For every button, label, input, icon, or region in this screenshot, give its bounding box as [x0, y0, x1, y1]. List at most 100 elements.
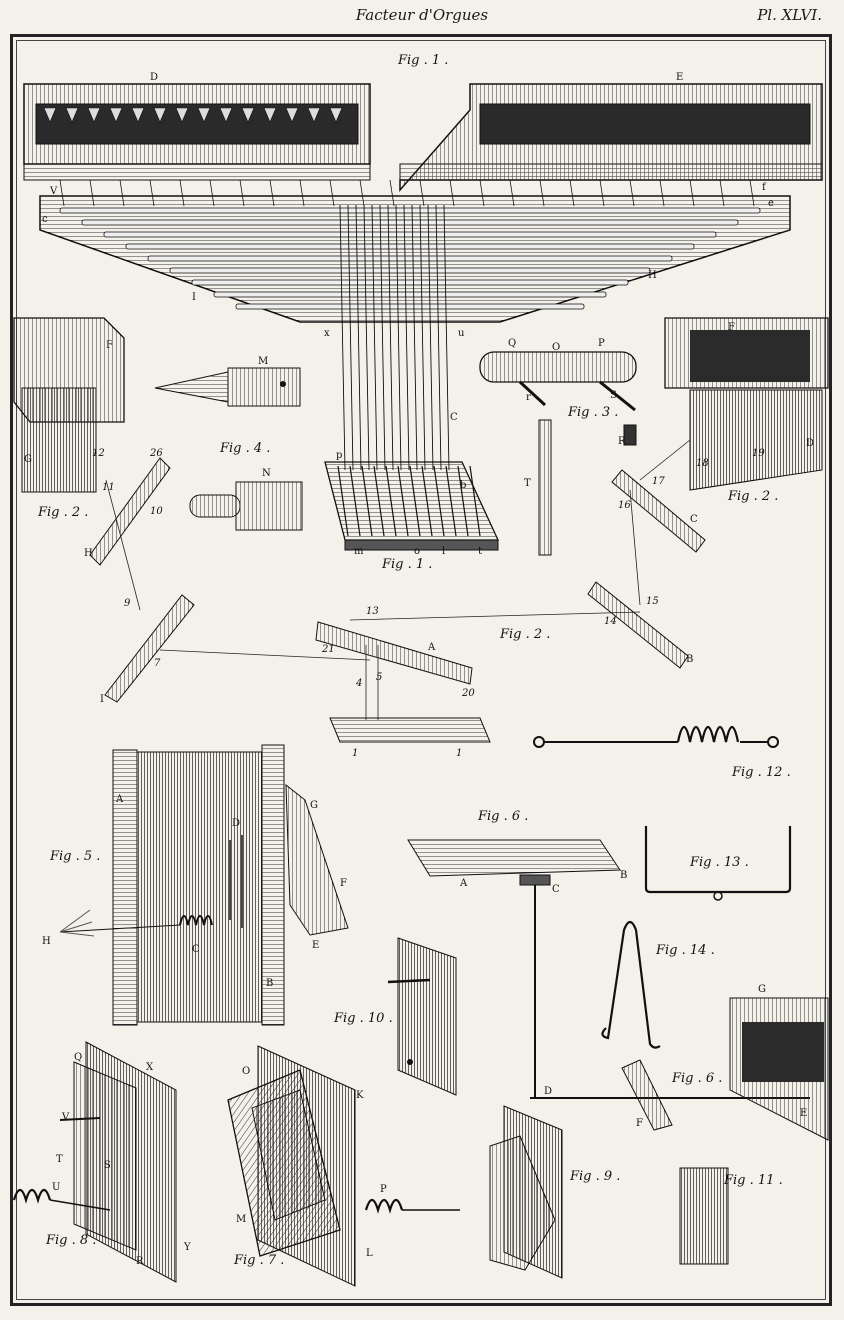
label-fig13: Fig . 13 .	[689, 855, 749, 870]
num-17: 17	[652, 476, 665, 487]
label-fig6-top: Fig . 6 .	[477, 809, 528, 824]
fig8-pallet	[12, 1041, 177, 1283]
fig6-mechanism	[407, 839, 829, 1141]
letter-b-keys: b	[460, 480, 466, 491]
label-fig2-right: Fig . 2 .	[727, 489, 778, 504]
label-fig7: Fig . 7 .	[233, 1253, 284, 1268]
letter-c-fig5: C	[192, 944, 200, 955]
num-10: 10	[150, 506, 163, 517]
label-fig9: Fig . 9 .	[569, 1169, 620, 1184]
letter-u: u	[458, 328, 465, 339]
label-fig12: Fig . 12 .	[731, 765, 791, 780]
letter-d-fig5: D	[232, 818, 240, 829]
letter-h-backfall: H	[84, 548, 93, 559]
letter-f-fig6: F	[636, 1118, 643, 1129]
letter-a-backfall: A	[427, 642, 436, 653]
fig14-spring	[601, 920, 661, 1049]
label-fig2-center: Fig . 2 .	[499, 627, 550, 642]
letter-q: Q	[508, 338, 516, 349]
letter-b-backfall: B	[686, 654, 693, 665]
label-fig3: Fig . 3 .	[567, 405, 618, 420]
letter-d-top: D	[150, 72, 158, 83]
letter-t-fig8: T	[56, 1154, 63, 1165]
letter-c-backfall: C	[690, 514, 698, 525]
letter-i-backfall: I	[100, 694, 104, 705]
letter-g-left: G	[24, 454, 32, 465]
fig9-pallet	[489, 1105, 563, 1279]
letter-e-roller: e	[768, 198, 774, 209]
letter-g-fig5: G	[310, 800, 318, 811]
label-fig4: Fig . 4 .	[219, 441, 270, 456]
num-14: 14	[604, 616, 617, 627]
letter-h-fig5: H	[42, 936, 51, 947]
letter-k-fig7: K	[356, 1090, 364, 1101]
letter-p-fig7: P	[380, 1184, 387, 1195]
letter-o-keys: o	[414, 546, 420, 557]
fig4-wedge	[154, 367, 301, 407]
letter-r-fig8: R	[136, 1256, 144, 1267]
letter-v: V	[49, 186, 58, 197]
letter-v-fig8: V	[61, 1112, 70, 1123]
num-26: 26	[149, 448, 163, 459]
letter-m-wedge: M	[258, 356, 268, 367]
num-7: 7	[154, 658, 161, 669]
label-fig14: Fig . 14 .	[655, 943, 715, 958]
letter-i-roller: I	[192, 292, 196, 303]
letter-c-fig6: C	[552, 884, 560, 895]
letter-o-roller: O	[552, 342, 560, 353]
letter-y-fig8: Y	[183, 1242, 191, 1253]
letter-x-fig8: X	[146, 1062, 154, 1073]
label-fig6-bottom: Fig . 6 .	[671, 1071, 722, 1086]
letter-b-fig5: B	[266, 978, 273, 989]
letter-f: f	[762, 182, 767, 193]
label-fig11: Fig . 11 .	[723, 1173, 783, 1188]
fig10-board	[387, 937, 457, 1096]
label-fig8: Fig . 8 .	[45, 1233, 96, 1248]
num-19: 19	[752, 448, 765, 459]
letter-e-fig5: E	[312, 940, 319, 951]
letter-f-right: F	[728, 322, 735, 333]
fig7-pallet	[227, 1045, 460, 1287]
letter-b-fig6: B	[620, 870, 627, 881]
letter-m-fig7: M	[236, 1214, 246, 1225]
plate-header-title: Facteur d'Orgues	[355, 6, 489, 24]
letter-d-right: D	[806, 438, 814, 449]
num-16: 16	[618, 500, 631, 511]
letter-r-cap: R	[618, 436, 626, 447]
letter-s-fig8: S	[104, 1160, 111, 1171]
letter-q-fig8: Q	[74, 1052, 82, 1063]
letter-p-keys: p	[336, 450, 342, 461]
letter-x: x	[324, 328, 330, 339]
letter-p-roller: P	[598, 338, 605, 349]
fig2-backfalls	[89, 439, 706, 743]
letter-h-roller: H	[648, 270, 657, 281]
label-fig10: Fig . 10 .	[333, 1011, 393, 1026]
letter-n-block: N	[262, 468, 271, 479]
letter-t-keys: t	[478, 546, 482, 557]
num-21: 21	[321, 644, 335, 655]
fig1-keyboard	[324, 461, 500, 551]
num-1-left: 1	[352, 748, 358, 759]
fig12-spring	[533, 725, 779, 748]
letter-u-fig8: U	[52, 1182, 60, 1193]
num-20: 20	[461, 688, 475, 699]
num-4: 4	[355, 678, 362, 689]
num-12: 12	[92, 448, 105, 459]
letter-d-fig6: D	[544, 1086, 552, 1097]
plate-number: Pl. XLVI.	[757, 6, 822, 24]
letter-s: S	[610, 390, 617, 401]
num-11: 11	[102, 482, 115, 493]
fig11-block	[679, 1167, 729, 1265]
fig2-left-box	[13, 317, 125, 493]
plate-inner-frame	[16, 40, 826, 1300]
letter-g-fig6: G	[758, 984, 766, 995]
plate-outer-frame	[10, 34, 832, 1306]
letter-o-fig7: O	[242, 1066, 250, 1077]
letter-e-top: E	[676, 72, 683, 83]
fig3-roller	[479, 351, 637, 556]
num-18: 18	[696, 458, 709, 469]
letter-m-keys: m	[354, 546, 364, 557]
letter-r: r	[526, 392, 531, 403]
label-fig1-keys: Fig . 1 .	[381, 557, 432, 572]
fig4-pin-block	[189, 481, 303, 531]
